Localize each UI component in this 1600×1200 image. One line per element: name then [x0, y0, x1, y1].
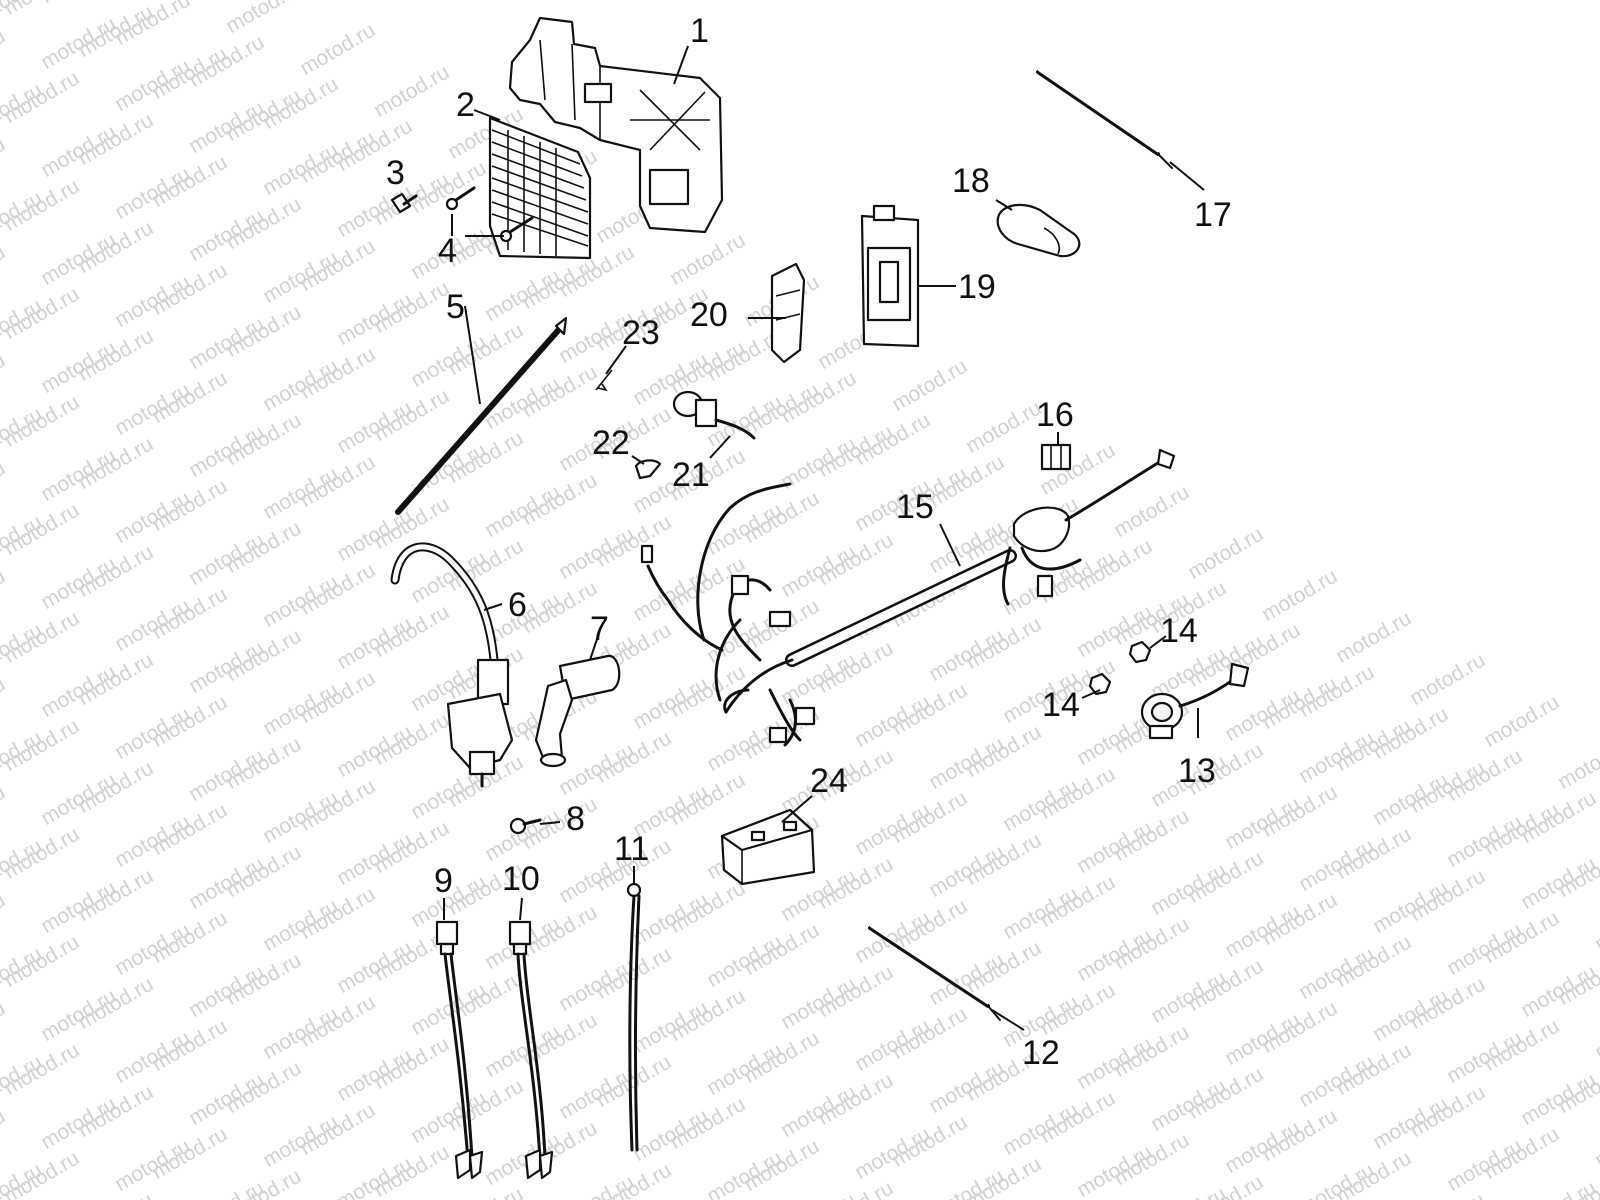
callout-4: 4	[438, 232, 457, 270]
callout-2: 2	[456, 86, 475, 124]
ignition-switch	[1140, 662, 1250, 740]
mounting-bracket	[508, 16, 724, 234]
callout-5: 5	[446, 288, 465, 326]
callout-17: 17	[1194, 196, 1232, 234]
spark-plug-cap	[534, 654, 621, 768]
callout-22: 22	[592, 424, 630, 462]
callout-3: 3	[386, 154, 405, 192]
callout-12: 12	[1022, 1034, 1060, 1072]
callout-24: 24	[810, 762, 848, 800]
nut-14-upper	[1128, 640, 1152, 664]
bulb-socket-21	[672, 390, 756, 440]
rubber-cap-18	[996, 203, 1081, 258]
callout-23: 23	[622, 314, 660, 352]
callout-15: 15	[896, 488, 934, 526]
callout-21: 21	[672, 456, 710, 494]
callout-10: 10	[502, 860, 540, 898]
wire-tube-5	[394, 316, 568, 515]
cable-tie-17	[1036, 69, 1173, 169]
screw-8	[509, 817, 542, 835]
ignition-coil	[390, 542, 514, 788]
callout-19: 19	[958, 268, 996, 306]
bulb-socket-9	[435, 920, 484, 1180]
leader-lines	[443, 45, 1205, 1031]
callout-7: 7	[590, 610, 609, 648]
nut-14-lower	[1088, 672, 1112, 696]
callout-11: 11	[614, 830, 649, 868]
cable-tie-12	[868, 925, 1001, 1021]
relay-module-19	[860, 204, 920, 348]
bolt-3	[390, 192, 418, 214]
callout-13: 13	[1178, 752, 1216, 790]
regulator-rectifier	[488, 116, 592, 260]
callout-14-lower: 14	[1042, 686, 1080, 724]
callout-18: 18	[952, 162, 990, 200]
callout-9: 9	[434, 862, 453, 900]
callout-8: 8	[566, 800, 585, 838]
bolt-4-lower	[499, 216, 534, 243]
callout-20: 20	[690, 296, 728, 334]
callout-6: 6	[508, 586, 527, 624]
wiring-harness	[640, 448, 1176, 747]
connector-16	[1040, 443, 1072, 471]
callout-labels: 1 2 3 4 5 6 7 8 9 10 11 12 13 14 14 15 1…	[386, 12, 1232, 1072]
clip-22	[634, 459, 662, 480]
relay-20	[770, 262, 806, 364]
callout-14-upper: 14	[1160, 612, 1198, 650]
callout-1: 1	[690, 12, 709, 50]
bolt-4-upper	[445, 186, 476, 211]
bulb-socket-10	[508, 920, 554, 1180]
callout-16: 16	[1036, 396, 1074, 434]
battery	[720, 808, 816, 886]
ground-wire-11	[626, 882, 642, 1152]
clip-23	[595, 369, 613, 392]
